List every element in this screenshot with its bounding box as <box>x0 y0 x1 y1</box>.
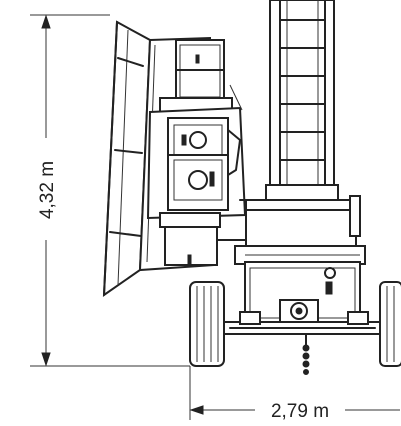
width-label: 2,79 m <box>271 401 329 422</box>
width-dimension: 2,79 m <box>189 366 400 422</box>
motor-assembly <box>146 106 247 266</box>
vertical-ladder <box>265 0 339 202</box>
height-dimension: 4,32 m <box>30 14 190 367</box>
left-wheel <box>189 281 225 367</box>
gearbox <box>167 117 229 211</box>
height-label: 4,32 m <box>37 161 58 219</box>
upper-body-box <box>245 199 357 249</box>
linkage <box>217 84 269 241</box>
hitch-ring <box>324 267 336 279</box>
height-arrow-bottom <box>41 352 51 367</box>
chain-link <box>302 344 310 352</box>
right-tire <box>379 281 401 367</box>
left-tire <box>189 281 225 367</box>
drawbar <box>279 299 319 375</box>
axle <box>219 311 381 335</box>
height-arrow-top <box>41 14 51 29</box>
right-wheel <box>379 281 401 367</box>
width-arrow-left <box>189 405 204 415</box>
